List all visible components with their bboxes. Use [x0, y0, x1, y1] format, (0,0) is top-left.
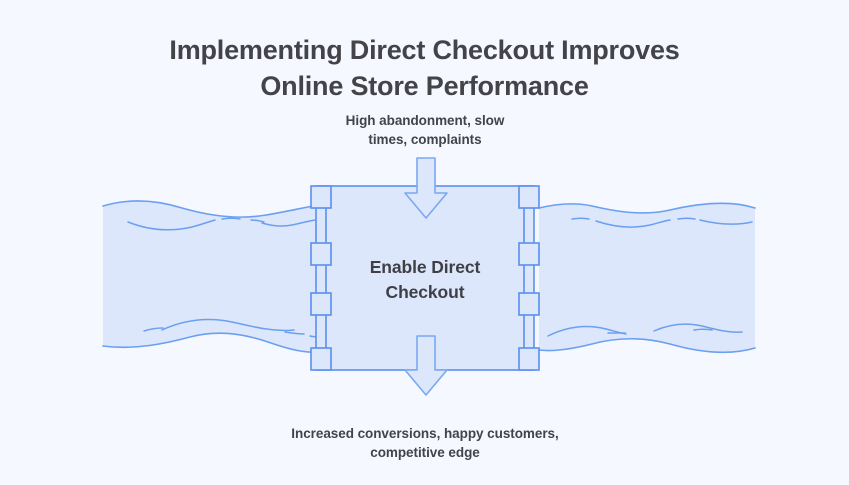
dam-pillar-right-block-4	[518, 347, 540, 371]
water-right-body	[539, 203, 755, 353]
output-caption-line-2: competitive edge	[370, 445, 480, 460]
water-right-ripple-upper-dash-a	[571, 217, 590, 220]
dam-pillar-left-block-2	[310, 242, 332, 266]
water-left-ripple-lower-dash	[143, 327, 164, 332]
inflow-arrow-icon	[404, 157, 448, 219]
water-left-top-edge	[102, 200, 326, 219]
output-caption-line-1: Increased conversions, happy customers,	[291, 426, 559, 441]
water-left-body	[103, 200, 325, 353]
water-left-bottom-edge	[102, 332, 326, 354]
process-label: Enable Direct Checkout	[325, 255, 525, 305]
water-right-ripple-upper-dash-b	[677, 217, 696, 220]
dam-pillar-left-block-3	[310, 292, 332, 316]
water-left-ripple-upper-right	[261, 218, 323, 227]
water-left-ripple-upper	[127, 219, 216, 231]
outflow-arrow-icon	[404, 335, 448, 396]
page-title-line-2: Online Store Performance	[260, 71, 589, 101]
dam-pillar-right-block-3	[518, 292, 540, 316]
page-title: Implementing Direct Checkout Improves On…	[0, 32, 849, 104]
dam-pillar-right-block-2	[518, 242, 540, 266]
dam-pillar-left-block-4	[310, 347, 332, 371]
water-right-ripple-upper-right	[699, 219, 753, 225]
water-right-top-edge	[538, 202, 756, 214]
process-label-line-2: Checkout	[385, 282, 465, 302]
input-caption-line-2: times, complaints	[368, 132, 482, 147]
water-right-ripple-lower-dash-b	[693, 328, 713, 331]
water-left-ripple-lower	[161, 318, 295, 332]
process-label-line-1: Enable Direct	[369, 257, 481, 277]
input-caption-line-1: High abandonment, slow	[345, 113, 505, 128]
water-left-ripple-upper-dash-a	[221, 217, 241, 220]
water-left-ripple-upper-dash-b	[250, 219, 265, 223]
page-title-line-1: Implementing Direct Checkout Improves	[169, 35, 680, 65]
dam-pillar-left-block-1	[310, 185, 332, 209]
water-right-bottom-edge	[538, 338, 756, 354]
input-caption: High abandonment, slow times, complaints	[285, 111, 565, 149]
water-right-ripple-lower-b	[653, 323, 743, 333]
dam-pillar-right-column	[523, 185, 535, 371]
water-left-ripple-lower-dash-b	[284, 331, 305, 335]
water-band	[102, 200, 756, 354]
flow-arrows	[404, 157, 448, 396]
output-caption: Increased conversions, happy customers, …	[225, 424, 625, 462]
water-right-ripple-upper	[595, 219, 671, 228]
dam-pillar-right-block-1	[518, 185, 540, 209]
